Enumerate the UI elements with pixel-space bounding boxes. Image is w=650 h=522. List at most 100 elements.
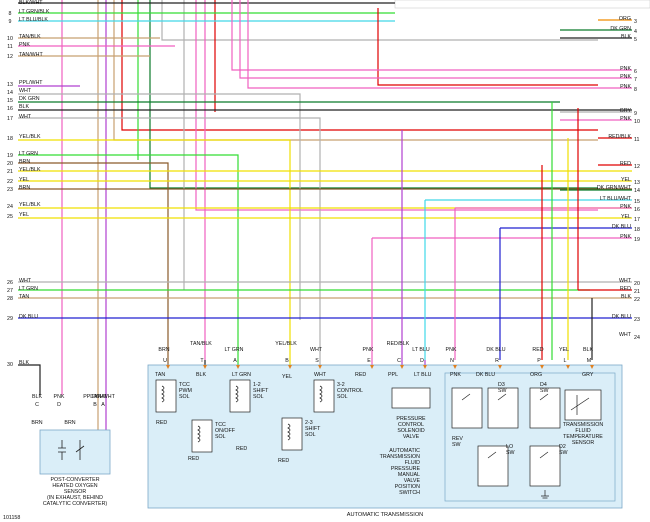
trans-pin-letter: E bbox=[367, 358, 371, 364]
right-pin-number: 19 bbox=[634, 237, 640, 243]
left-wire-label: BLK bbox=[19, 360, 29, 366]
right-wire-label: RED/BLK bbox=[608, 134, 631, 140]
trans-pin-color: WHT bbox=[310, 347, 323, 353]
pin-marker bbox=[236, 365, 240, 369]
pressure_switch-label: SWITCH bbox=[399, 490, 420, 496]
inner-wire-yel: YEL bbox=[282, 374, 292, 380]
left-wire-label: YEL bbox=[19, 212, 29, 218]
temp-sensor-symbol bbox=[564, 389, 602, 421]
control_32-label: CONTROL bbox=[337, 388, 363, 394]
pin-marker bbox=[423, 365, 427, 369]
d4-label: D4 bbox=[540, 382, 547, 388]
trans-pin-letter: D bbox=[420, 358, 424, 364]
right-wire-label: DK BLU bbox=[612, 224, 631, 230]
left-wire-label: LT GRN bbox=[19, 151, 38, 157]
right-pin-number: 9 bbox=[634, 111, 637, 117]
sensor-title-line: SENSOR bbox=[64, 489, 87, 495]
trans-pin-letter: R bbox=[495, 358, 499, 364]
sensor-title-line: POST-CONVERTER bbox=[50, 477, 99, 483]
right-wire-label: PNK bbox=[620, 66, 631, 72]
left-pin-number: 18 bbox=[7, 136, 13, 142]
left-wire-label: WHT bbox=[19, 114, 32, 120]
right-wire-label: YEL bbox=[621, 214, 631, 220]
shift_12-label: SHIFT bbox=[253, 388, 269, 394]
left-pin-number: 30 bbox=[7, 362, 13, 368]
pressure_switch-label: POSITION bbox=[395, 484, 420, 490]
right-wire-label: PNK bbox=[620, 84, 631, 90]
d3-label: D3 bbox=[498, 382, 505, 388]
sensor-pin-color: TAN/WHT bbox=[91, 394, 115, 400]
right-wire-label: WHT bbox=[619, 278, 632, 284]
right-wire-label: BLK bbox=[621, 34, 631, 40]
left-pin-number: 16 bbox=[7, 106, 13, 112]
tcc_onoff-label: ON/OFF bbox=[215, 428, 236, 434]
right-pin-number: 5 bbox=[634, 37, 637, 43]
left-wire-label: TAN/BLK bbox=[19, 34, 41, 40]
wire-dkgreen bbox=[149, 0, 598, 189]
d2-label: SW bbox=[559, 450, 568, 456]
component-labels: TCCPWMSOLTCCON/OFFSOL1-2SHIFTSOL2-3SHIFT… bbox=[179, 382, 603, 496]
right-wire-label: GRY bbox=[620, 108, 632, 114]
shift-12-sol-symbol bbox=[229, 379, 251, 413]
trans-pin-color: YEL bbox=[559, 347, 569, 353]
trans-pin-color: BLK bbox=[583, 347, 593, 353]
inner-wire-wht: WHT bbox=[314, 372, 327, 378]
wire-pnk-6 bbox=[231, 0, 632, 71]
left-wire-label: PNK bbox=[19, 42, 30, 48]
pin-marker bbox=[166, 365, 170, 369]
pcs-valve-symbol bbox=[391, 387, 431, 409]
wire-blk-30 bbox=[18, 364, 41, 395]
left-wire-label: WHT bbox=[19, 278, 32, 284]
left-wire-label: BRN bbox=[19, 185, 30, 191]
right-wire-label: RED bbox=[620, 286, 631, 292]
trans-pin-color: TAN/BLK bbox=[190, 341, 212, 347]
pressure_switch-label: VALVE bbox=[404, 478, 421, 484]
rev-label: SW bbox=[452, 442, 461, 448]
pin-marker bbox=[203, 365, 207, 369]
tcc_pwm-label: PWM bbox=[179, 388, 192, 394]
right-pin-number: 13 bbox=[634, 180, 640, 186]
left-pin-number: 24 bbox=[7, 204, 13, 210]
shift_12-label: SOL bbox=[253, 394, 264, 400]
inner-wire-red_b: RED bbox=[188, 456, 199, 462]
control_32-label: 3-2 bbox=[337, 382, 345, 388]
tcc_onoff-label: TCC bbox=[215, 422, 226, 428]
pressure_switch-label: PRESSURE bbox=[391, 466, 421, 472]
coil-marks bbox=[161, 385, 590, 499]
left-pin-number: 14 bbox=[7, 90, 13, 96]
pressure_switch-label: FLUID bbox=[405, 460, 420, 466]
temp-label: TEMPERATURE bbox=[563, 434, 603, 440]
trans-pin-color: YEL/BLK bbox=[275, 341, 297, 347]
sensor-wire-brn: BRN bbox=[31, 420, 42, 426]
pin-marker bbox=[318, 365, 322, 369]
left-wire-label: DK BLU bbox=[19, 314, 38, 320]
right-wire-label: DK GRN bbox=[610, 26, 631, 32]
d2-sw-symbol bbox=[529, 445, 561, 487]
left-wire-label: YEL/BLK bbox=[19, 134, 41, 140]
left-wire-label: LT BLU/BLK bbox=[19, 17, 48, 23]
left-pin-number: 26 bbox=[7, 280, 13, 286]
lo-label: LO bbox=[506, 444, 513, 450]
wire-red-blk bbox=[121, 0, 598, 131]
inner-wire-pnk: PNK bbox=[450, 372, 461, 378]
right-pin-number: 6 bbox=[634, 69, 637, 75]
left-wire-label: YEL/BLK bbox=[19, 167, 41, 173]
sensor-pin-letter: A bbox=[101, 402, 105, 408]
left-pin-number: 29 bbox=[7, 316, 13, 322]
left-pin-number: 8 bbox=[9, 11, 12, 17]
right-pin-number: 12 bbox=[634, 164, 640, 170]
tcc_onoff-label: SOL bbox=[215, 434, 226, 440]
right-pin-number: 18 bbox=[634, 227, 640, 233]
right-wire-label: PNK bbox=[620, 204, 631, 210]
temp-label: SENSOR bbox=[572, 440, 595, 446]
right-pin-number: 4 bbox=[634, 29, 637, 35]
figure-id: 101158 bbox=[3, 515, 20, 521]
left-pin-number: 12 bbox=[7, 54, 13, 60]
right-wire-label: BLK bbox=[621, 294, 631, 300]
left-wire-label: YEL/BLK bbox=[19, 202, 41, 208]
pcs-label: PRESSURE bbox=[396, 416, 426, 422]
right-pin-number: 17 bbox=[634, 217, 640, 223]
right-wire-label: ORG bbox=[619, 16, 631, 22]
left-pin-number: 25 bbox=[7, 214, 13, 220]
